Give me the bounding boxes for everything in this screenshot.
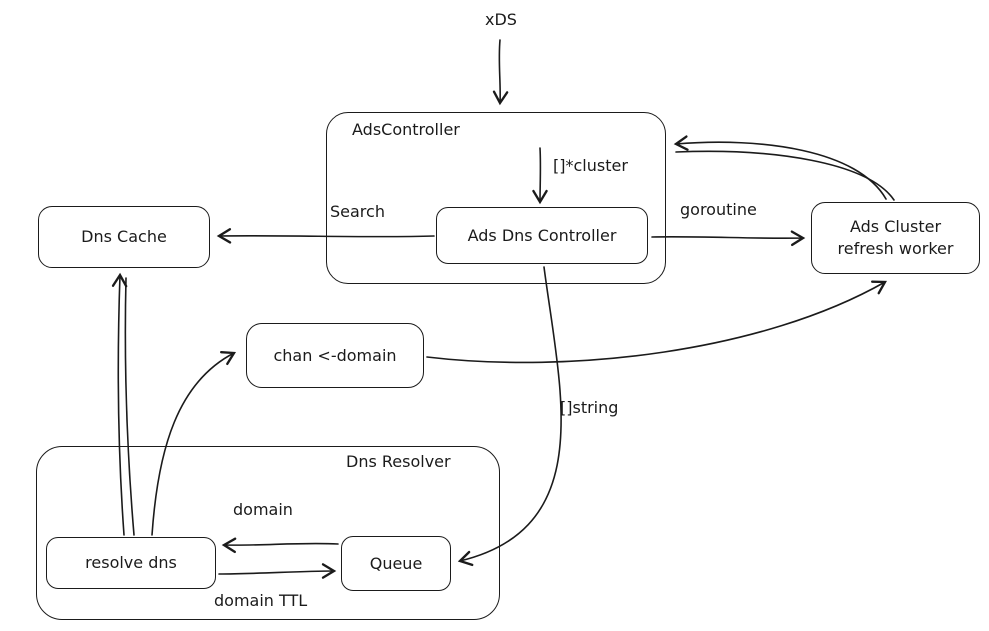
dns-resolver-label: Dns Resolver: [346, 452, 451, 471]
edge-goroutine-to-refreshworker: [651, 230, 806, 247]
ads-controller-label: AdsController: [352, 120, 460, 139]
domain-ttl-edge-label: domain TTL: [214, 591, 308, 610]
cluster-list-edge-label: []*cluster: [553, 156, 628, 175]
queue-label: Queue: [369, 553, 423, 573]
string-list-edge-label: []string: [560, 398, 619, 417]
dns-cache-label: Dns Cache: [81, 227, 167, 247]
ads-dns-controller-node: Ads Dns Controller: [436, 207, 648, 264]
ads-cluster-refresh-worker-label-line2: refresh worker: [837, 239, 954, 258]
search-edge-label: Search: [330, 202, 385, 221]
xds-label: xDS: [485, 10, 517, 29]
edge-refreshworker-to-adscontroller-stroke2: [675, 150, 895, 201]
edge-refreshworker-to-adscontroller: [673, 135, 887, 200]
resolve-dns-label: resolve dns: [85, 553, 177, 573]
dns-cache-node: Dns Cache: [38, 206, 210, 268]
chan-domain-node: chan <-domain: [246, 323, 424, 388]
ads-cluster-refresh-worker-label-line1: Ads Cluster: [849, 217, 942, 237]
queue-node: Queue: [341, 536, 451, 591]
edge-chandomain-to-refreshworker: [426, 280, 887, 364]
chan-domain-label: chan <-domain: [273, 345, 397, 365]
edge-xds-to-adscontroller: [492, 39, 509, 106]
ads-cluster-refresh-worker-node: Ads Cluster refresh worker: [811, 202, 980, 274]
goroutine-edge-label: goroutine: [680, 200, 757, 219]
ads-dns-controller-label: Ads Dns Controller: [467, 225, 617, 245]
resolve-dns-node: resolve dns: [46, 537, 216, 589]
domain-edge-label: domain: [233, 500, 293, 519]
